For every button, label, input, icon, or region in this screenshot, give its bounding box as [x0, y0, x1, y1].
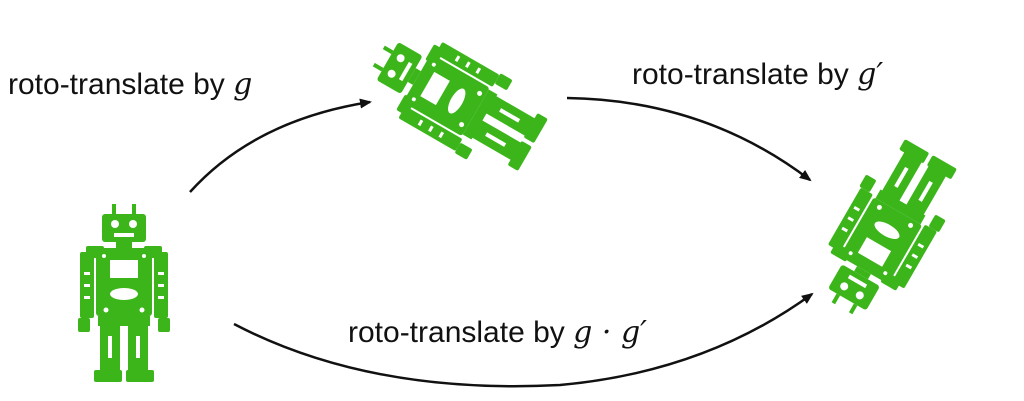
arrow-gprime: [566, 96, 812, 182]
label-roto-translate-gprime: roto-translate by g′: [632, 60, 883, 90]
robot-original: [78, 204, 170, 382]
label-symbol: g′: [857, 57, 884, 92]
arrow-composite: [233, 292, 814, 388]
label-text: roto-translate by: [632, 58, 849, 91]
label-text: roto-translate by: [348, 316, 565, 349]
label-roto-translate-composite: roto-translate by g · g′: [348, 318, 647, 348]
arrow-g: [189, 98, 372, 193]
label-symbol: g · g′: [573, 315, 647, 350]
label-roto-translate-g: roto-translate by g: [8, 70, 252, 100]
robot-after-g-gprime: [802, 131, 971, 332]
label-symbol: g: [233, 67, 253, 102]
robot-after-g: [355, 16, 556, 185]
label-text: roto-translate by: [8, 68, 225, 101]
